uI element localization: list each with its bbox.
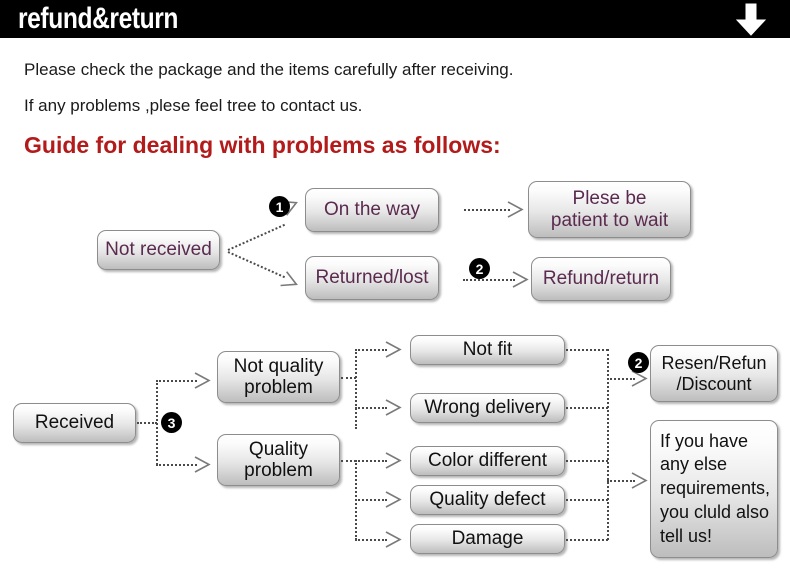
node-returned-lost: Returned/lost — [305, 256, 439, 300]
node-label-line2: /Discount — [676, 373, 752, 394]
connector-not-quality-stub — [341, 377, 356, 379]
arrowhead-icon — [385, 452, 402, 469]
arrowhead-icon — [507, 201, 524, 218]
step-badge-label: 3 — [167, 414, 176, 431]
down-arrow-icon — [735, 3, 767, 36]
node-not-received: Not received — [97, 230, 220, 270]
connector-merge-to-contact-note — [607, 480, 635, 482]
connector-quality-stub — [341, 460, 356, 462]
node-label: Quality defect — [429, 489, 546, 511]
node-on-the-way: On the way — [305, 188, 439, 232]
node-contact-note: If you have any else requirements, you c… — [650, 420, 778, 558]
arrowhead-icon — [512, 271, 529, 288]
connector-not-quality-to-not-fit — [355, 349, 387, 351]
arrowhead-icon — [385, 531, 402, 548]
arrowhead-icon — [280, 271, 298, 287]
node-label-line2: problem — [244, 460, 313, 481]
node-label: Refund/return — [542, 268, 660, 290]
node-label-line1: Resen/Refun — [661, 353, 767, 374]
connector-merge-to-resend — [607, 378, 635, 380]
intro-line-1: Please check the package and the items c… — [24, 60, 514, 79]
step-badge-1: 1 — [269, 196, 290, 217]
connector-quality-to-damage — [355, 539, 387, 541]
node-damage: Damage — [410, 524, 565, 554]
arrowhead-icon — [385, 399, 402, 416]
node-label: Received — [34, 412, 115, 434]
node-label: Not fit — [462, 339, 513, 361]
connector-quality-to-quality-defect — [355, 499, 387, 501]
connector-not-quality-to-wrong-delivery — [355, 407, 387, 409]
node-quality-problem: Quality problem — [217, 434, 340, 486]
node-resend-refund-discount: Resen/Refun /Discount — [650, 345, 778, 402]
arrowhead-icon — [194, 456, 211, 473]
intro-line-2: If any problems ,plese feel tree to cont… — [24, 96, 363, 115]
node-color-different: Color different — [410, 446, 565, 476]
connector-received-stub — [137, 422, 157, 424]
step-badge-2-top: 2 — [469, 258, 490, 279]
connector-on-the-way-to-please-wait — [464, 209, 510, 211]
connector-quality-to-color-different — [355, 460, 387, 462]
step-badge-label: 2 — [475, 260, 484, 277]
node-label: Color different — [428, 450, 547, 472]
connector-color-different-merge — [566, 460, 608, 462]
page-title: refund&return — [18, 2, 179, 35]
node-label: Returned/lost — [315, 267, 429, 289]
node-label-line3: requirements, — [660, 478, 771, 499]
connector-merge-bus — [607, 349, 609, 540]
arrowhead-icon — [631, 472, 648, 489]
node-label-line1: Not quality — [233, 355, 324, 377]
arrowhead-icon — [631, 370, 648, 387]
node-label-line1: If you have — [660, 430, 749, 451]
connector-not-fit-merge — [566, 349, 608, 351]
connector-received-to-not-quality — [156, 380, 197, 382]
node-quality-defect: Quality defect — [410, 485, 565, 515]
connector-wrong-delivery-merge — [566, 407, 608, 409]
arrowhead-icon — [385, 491, 402, 508]
connector-received-to-quality — [156, 464, 197, 466]
node-label: Wrong delivery — [424, 397, 551, 419]
connector-not-received-to-on-the-way — [227, 223, 286, 251]
node-label-line2: patient to wait — [550, 209, 669, 231]
node-label-line4: you cluld also — [660, 501, 770, 522]
node-label-line1: Plese be — [572, 188, 647, 210]
connector-damage-merge — [566, 539, 608, 541]
arrowhead-icon — [385, 341, 402, 358]
connector-received-split-bus — [156, 380, 158, 465]
connector-quality-defect-merge — [566, 499, 608, 501]
node-refund-return: Refund/return — [531, 257, 671, 301]
guide-heading: Guide for dealing with problems as follo… — [24, 132, 501, 158]
node-label-line2: any else — [660, 454, 728, 475]
step-badge-3: 3 — [161, 412, 182, 433]
header-bar: refund&return — [0, 0, 790, 38]
node-received: Received — [13, 403, 136, 443]
node-not-quality-problem: Not quality problem — [217, 351, 340, 403]
node-not-fit: Not fit — [410, 335, 565, 365]
node-label: Damage — [451, 528, 524, 550]
arrowhead-icon — [194, 372, 211, 389]
connector-not-received-to-returned-lost — [227, 251, 286, 279]
node-please-be-patient: Plese be patient to wait — [528, 181, 691, 238]
node-label: On the way — [323, 199, 421, 221]
node-label-line2: problem — [244, 377, 313, 398]
connector-returned-lost-to-refund-return — [463, 279, 515, 281]
connector-not-quality-bus — [355, 349, 357, 429]
step-badge-label: 2 — [634, 354, 643, 371]
node-label-line5: tell us! — [660, 525, 713, 546]
step-badge-2-bottom: 2 — [628, 352, 649, 373]
step-badge-label: 1 — [275, 198, 284, 215]
node-wrong-delivery: Wrong delivery — [410, 393, 565, 423]
node-label-line1: Quality — [248, 438, 309, 460]
node-label: Not received — [105, 239, 212, 261]
